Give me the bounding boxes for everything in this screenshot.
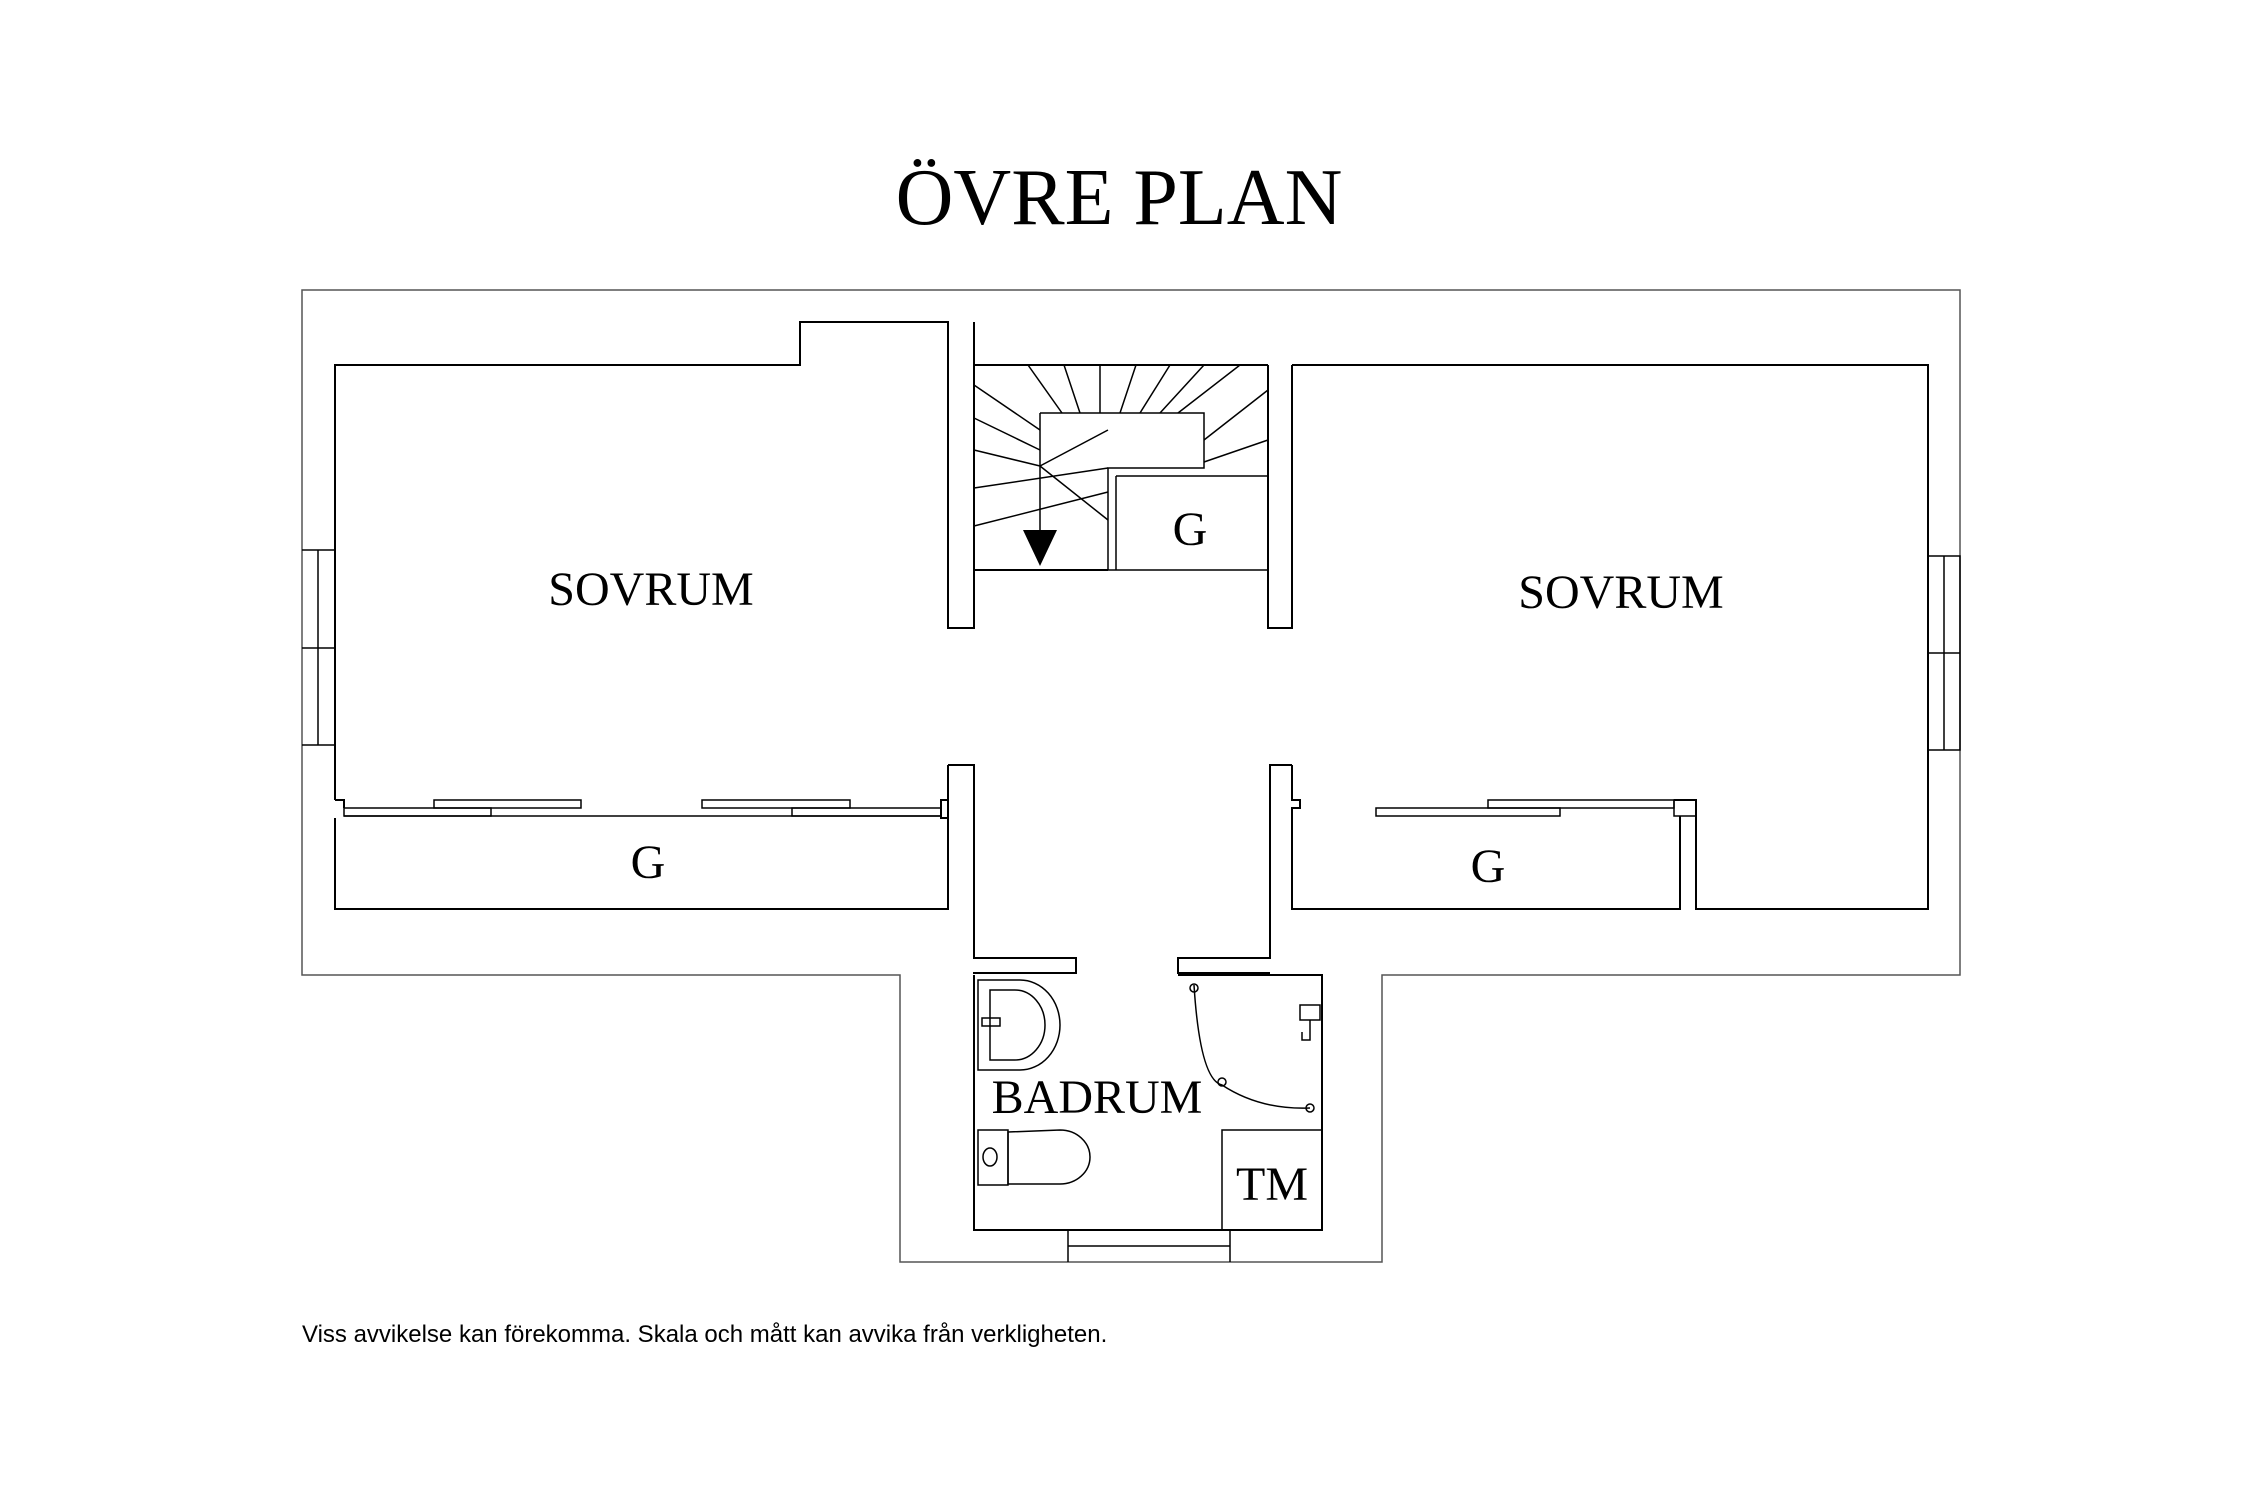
bathroom-label: BADRUM [992,1071,1203,1124]
disclaimer-text: Viss avvikelse kan förekomma. Skala och … [302,1321,1107,1348]
left-window [302,549,336,746]
exterior-outline [301,289,1961,1263]
stair-treads [973,364,1269,527]
shower-icon [1189,983,1321,1113]
right-window [1928,555,1961,751]
toilet-icon [977,1129,1091,1186]
bathroom [973,974,1323,1262]
stairwell [973,364,1293,629]
stair-arrow-icon [1023,530,1057,566]
right-bedroom-label: SOVRUM [1518,566,1723,619]
left-closet-label: G [631,836,666,889]
right-closet-label: G [1471,840,1506,893]
right-bedroom-walls [1177,364,1929,974]
plan-title: ÖVRE PLAN [896,154,1343,242]
sink-icon [977,979,1061,1071]
left-bedroom-walls [334,321,1077,974]
washer-label: TM [1236,1158,1308,1211]
left-bedroom-label: SOVRUM [548,563,753,616]
stair-closet-label: G [1173,503,1208,556]
